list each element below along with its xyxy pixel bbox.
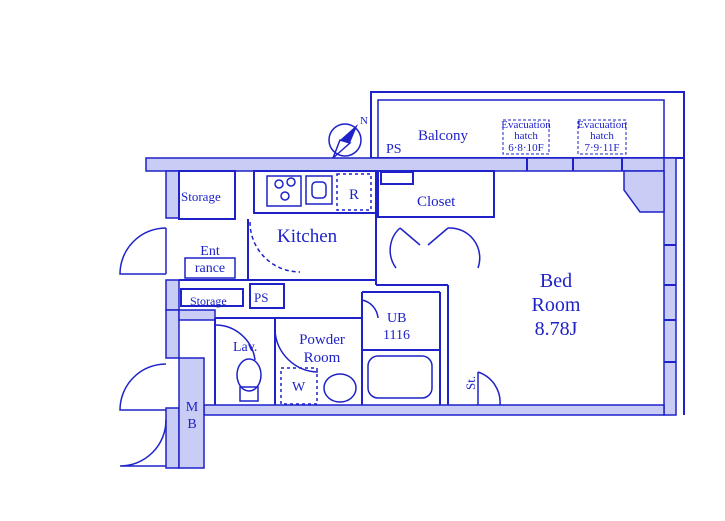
label-ps-mid: PS — [254, 290, 268, 305]
svg-text:Evacuation: Evacuation — [577, 119, 627, 131]
label-balcony: Balcony — [418, 128, 468, 144]
label-washer: W — [292, 380, 306, 395]
label-lav: Lav. — [233, 340, 257, 355]
label-evac-1: Evacuation hatch 6·8·10F — [501, 119, 551, 154]
svg-text:6·8·10F: 6·8·10F — [508, 142, 543, 154]
washer-icon — [280, 367, 318, 405]
label-bedroom-1: Bed — [540, 270, 572, 292]
svg-text:Evacuation: Evacuation — [501, 119, 551, 131]
svg-text:7·9·11F: 7·9·11F — [584, 142, 619, 154]
label-entrance-1: Ent — [200, 244, 220, 259]
fridge-icon — [336, 173, 372, 211]
label-mb-1: M — [186, 400, 199, 415]
label-bedroom-2: Room — [532, 294, 581, 316]
label-evac-2: Evacuation hatch 7·9·11F — [577, 119, 627, 154]
label-powder-1: Powder — [299, 332, 345, 348]
label-ps-top: PS — [386, 142, 402, 157]
compass-label: N — [360, 115, 368, 127]
washbasin-icon — [323, 373, 357, 403]
doors — [119, 221, 501, 467]
label-closet: Closet — [417, 194, 456, 210]
label-st: St. — [463, 376, 478, 390]
label-powder-2: Room — [304, 350, 341, 366]
svg-text:hatch: hatch — [590, 130, 614, 142]
label-ub-2: 1116 — [383, 328, 410, 343]
label-storage-bottom: Storage — [190, 294, 227, 308]
outer-walls — [145, 157, 677, 469]
fixtures — [184, 173, 433, 405]
toilet-icon — [236, 358, 262, 402]
label-mb-2: B — [187, 417, 196, 432]
label-entrance-2: rance — [195, 261, 225, 276]
label-fridge: R — [349, 187, 359, 203]
bathtub-icon — [367, 355, 433, 399]
evacuation-hatches — [502, 119, 627, 155]
label-kitchen: Kitchen — [277, 226, 338, 247]
kitchen-sink-icon — [305, 175, 333, 205]
label-bedroom-3: 8.78J — [535, 318, 578, 340]
interior-walls — [178, 158, 676, 405]
stove-icon — [266, 175, 302, 207]
svg-text:hatch: hatch — [514, 130, 538, 142]
label-ub-1: UB — [387, 311, 406, 326]
label-storage-top: Storage — [181, 189, 221, 204]
north-arrow-icon: N — [328, 115, 368, 159]
